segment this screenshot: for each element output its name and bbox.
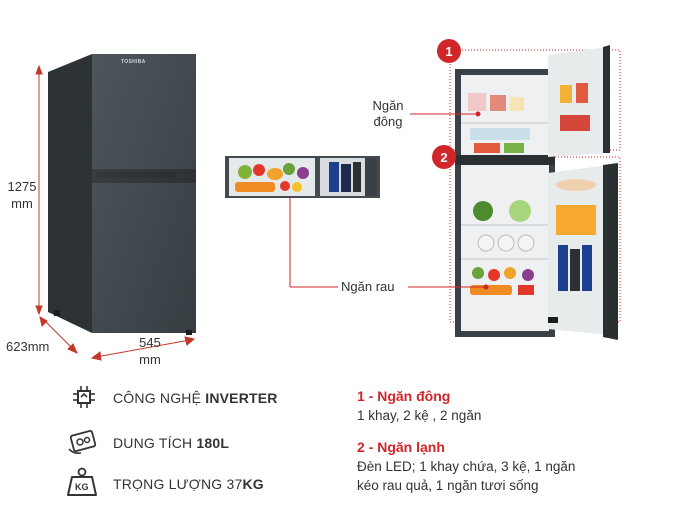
width-dimension: 545 mm	[130, 334, 170, 368]
fridge-closed-image	[48, 54, 196, 335]
feature-capacity-text: DUNG TÍCH	[113, 435, 197, 451]
fridge-title: 2 - Ngăn lạnh	[357, 439, 445, 455]
freezer-title: 1 - Ngăn đông	[357, 388, 451, 404]
badge-freezer: 1	[437, 39, 461, 63]
feature-weight-bold: KG	[242, 476, 264, 492]
freezer-callout-label: Ngăn đông	[368, 98, 408, 130]
depth-dimension: 623mm	[6, 339, 50, 354]
crisper-callout-label: Ngăn rau	[341, 279, 395, 294]
feature-capacity: DUNG TÍCH 180L	[113, 435, 229, 451]
fridge-desc-line2: kéo rau quả, 1 ngăn tươi sống	[357, 478, 539, 493]
weight-kg-icon: KG	[66, 466, 98, 498]
feature-capacity-bold: 180L	[196, 435, 230, 451]
fridge-desc-line1: Đèn LED; 1 khay chứa, 3 kệ, 1 ngăn	[357, 459, 576, 474]
freezer-desc: 1 khay, 2 kệ , 2 ngăn	[357, 408, 482, 423]
width-unit: mm	[139, 352, 161, 367]
brand-logo: TOSHIBA	[121, 59, 146, 65]
height-value: 1275	[7, 179, 37, 194]
height-unit: mm	[11, 196, 33, 211]
crisper-closeup-image	[225, 156, 380, 198]
feature-weight: TRỌNG LƯỢNG 37KG	[113, 476, 264, 492]
feature-inverter-bold: INVERTER	[205, 390, 278, 406]
capacity-icon	[66, 427, 100, 457]
width-value: 545	[139, 335, 161, 350]
feature-inverter-text: CÔNG NGHỆ	[113, 390, 206, 406]
feature-weight-text: TRỌNG LƯỢNG 37	[113, 476, 243, 492]
feature-inverter: CÔNG NGHỆ INVERTER	[113, 390, 278, 406]
freezer-callout-line1: Ngăn	[372, 98, 404, 113]
inverter-chip-icon	[70, 383, 98, 411]
freezer-callout-line2: đông	[373, 114, 403, 129]
height-dimension: 1275 mm	[6, 178, 38, 212]
weight-icon-label: KG	[75, 482, 89, 492]
badge-fridge: 2	[432, 145, 456, 169]
